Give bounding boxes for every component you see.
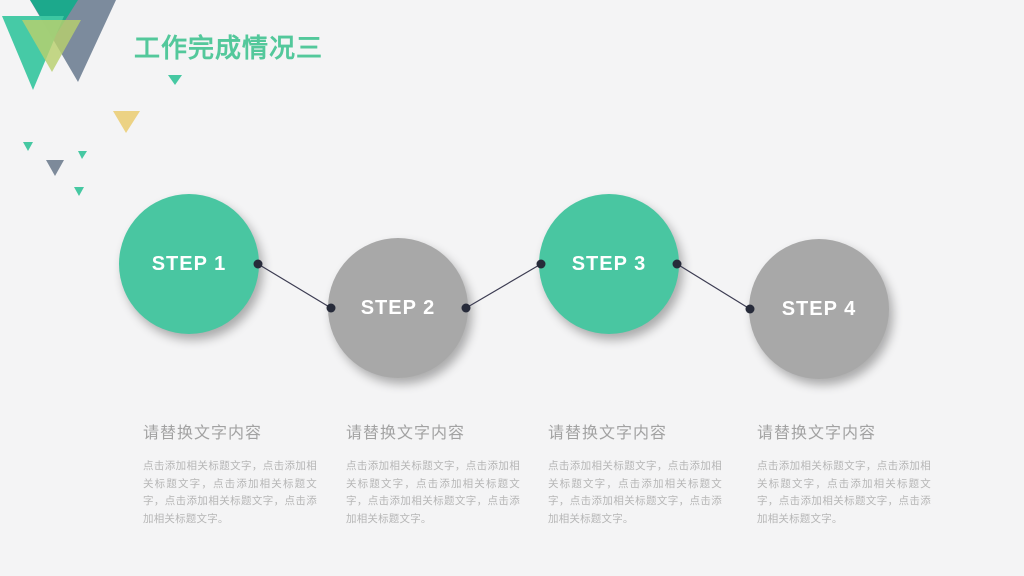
small-teal-triangle-icon [74, 187, 84, 196]
step-1-label: STEP 1 [151, 252, 227, 275]
placeholder-body: 点击添加相关标题文字，点击添加相关标题文字，点击添加相关标题文字，点击添加相关标… [757, 460, 931, 525]
step-circle-3: STEP 3 [539, 194, 679, 334]
placeholder-heading: 请替换文字内容 [346, 425, 466, 442]
slide-title: 工作完成情况三 [134, 33, 324, 63]
placeholder-body: 点击添加相关标题文字，点击添加相关标题文字，点击添加相关标题文字，点击添加相关标… [548, 460, 722, 525]
step-text-block-3: 请替换文字内容 点击添加相关标题文字，点击添加相关标题文字，点击添加相关标题文字… [548, 419, 722, 528]
connector-line [465, 263, 542, 309]
triangle-decor [2, 0, 182, 196]
step-text-block-1: 请替换文字内容 点击添加相关标题文字，点击添加相关标题文字，点击添加相关标题文字… [143, 419, 317, 528]
step-circle-1: STEP 1 [119, 194, 259, 334]
placeholder-heading: 请替换文字内容 [143, 425, 263, 442]
placeholder-body: 点击添加相关标题文字，点击添加相关标题文字，点击添加相关标题文字，点击添加相关标… [346, 460, 520, 525]
lime-triangle-icon [22, 20, 81, 72]
step-circle-2: STEP 2 [328, 238, 468, 378]
small-teal-triangle-icon [78, 151, 87, 159]
connector-line [257, 263, 332, 309]
placeholder-heading: 请替换文字内容 [757, 425, 877, 442]
step-3-label: STEP 3 [571, 252, 647, 275]
small-teal-triangle-icon [168, 75, 182, 85]
step-circle-4: STEP 4 [749, 239, 889, 379]
placeholder-body: 点击添加相关标题文字，点击添加相关标题文字，点击添加相关标题文字，点击添加相关标… [143, 460, 317, 525]
step-4-label: STEP 4 [781, 297, 857, 320]
yellow-triangle-icon [113, 111, 140, 133]
step-text-block-4: 请替换文字内容 点击添加相关标题文字，点击添加相关标题文字，点击添加相关标题文字… [757, 419, 931, 528]
step-text-block-2: 请替换文字内容 点击添加相关标题文字，点击添加相关标题文字，点击添加相关标题文字… [346, 419, 520, 528]
placeholder-heading: 请替换文字内容 [548, 425, 668, 442]
connector-line [676, 263, 751, 310]
step-2-label: STEP 2 [360, 296, 436, 319]
small-slate-triangle-icon [46, 160, 64, 176]
small-teal-triangle-icon [23, 142, 33, 151]
